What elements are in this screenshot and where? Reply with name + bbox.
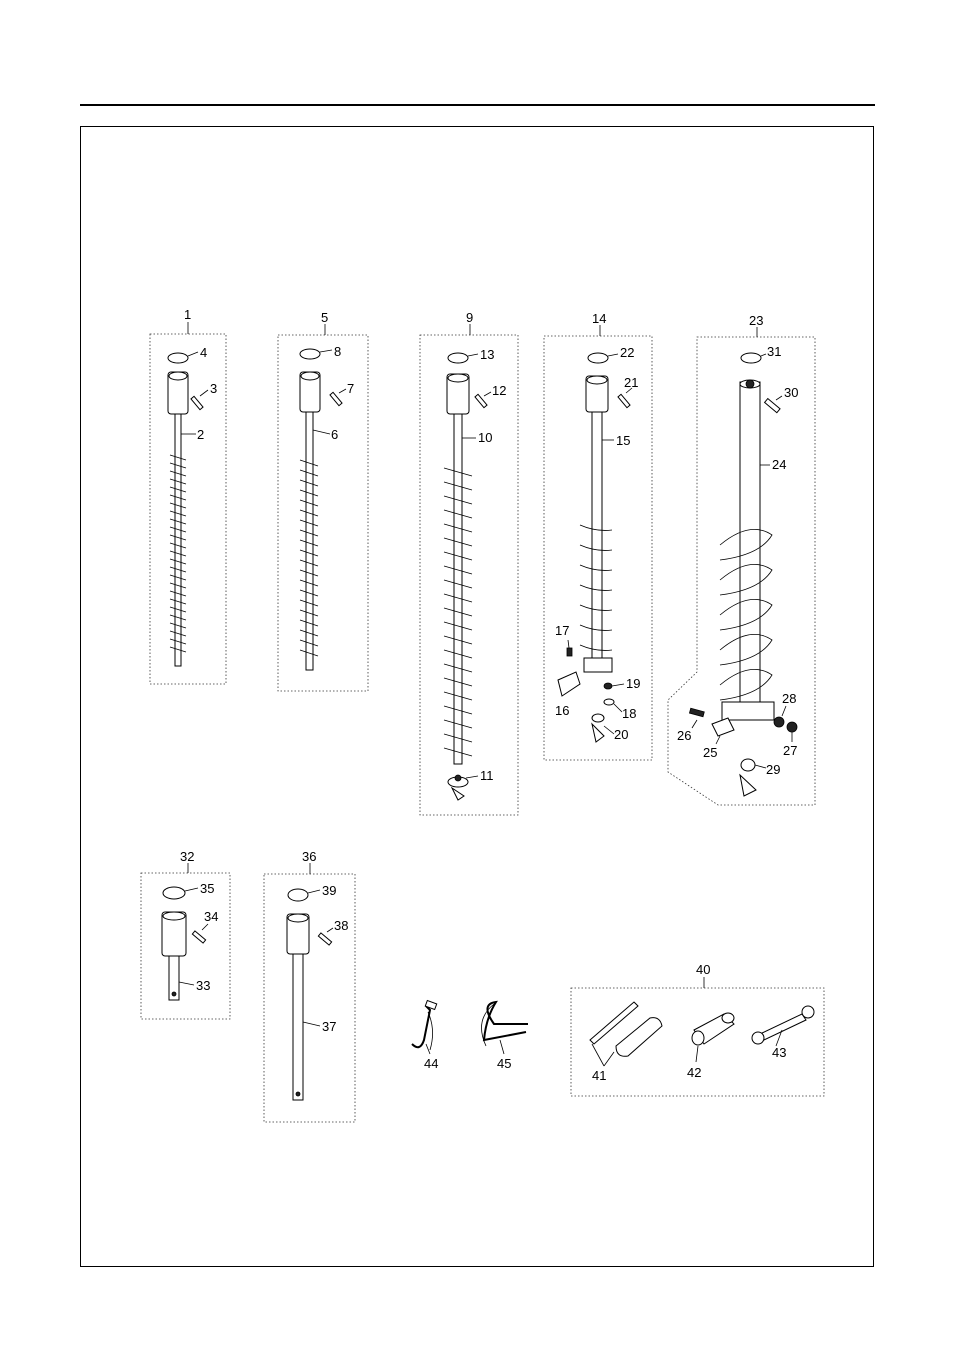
pin [765, 399, 780, 413]
callout-44: 44 [424, 1056, 438, 1071]
callout-31: 31 [767, 344, 781, 359]
callout-11: 11 [480, 768, 494, 783]
pin [475, 394, 487, 407]
pilot-bit [592, 714, 604, 722]
callout-28: 28 [782, 691, 796, 706]
retaining-clip [168, 353, 188, 363]
callout-40: 40 [696, 962, 710, 977]
callout-5: 5 [321, 310, 328, 325]
pin [318, 933, 331, 945]
auger-assembly-9: 9 13 12 10 11 [420, 310, 518, 815]
extension-assembly-36: 36 39 38 37 [264, 849, 355, 1122]
callout-16: 16 [555, 703, 569, 718]
pin [618, 394, 630, 407]
cutter-blade [712, 718, 734, 736]
cutter-blade [558, 672, 580, 696]
retaining-clip [300, 349, 320, 359]
callout-3: 3 [210, 381, 217, 396]
callout-42: 42 [687, 1065, 701, 1080]
callout-6: 6 [331, 427, 338, 442]
callout-8: 8 [334, 344, 341, 359]
extension-shaft [293, 954, 303, 1100]
retaining-clip [288, 889, 308, 901]
retaining-clip [163, 887, 185, 899]
retaining-clip [741, 353, 761, 363]
callout-30: 30 [784, 385, 798, 400]
callout-38: 38 [334, 918, 348, 933]
auger-shaft [306, 412, 313, 670]
retaining-clip [448, 353, 468, 363]
hook-pin-44: 44 [412, 1000, 438, 1071]
handle-bar-45: 45 [482, 1002, 529, 1071]
retaining-clip [588, 353, 608, 363]
callout-29: 29 [766, 762, 780, 777]
callout-41: 41 [592, 1068, 606, 1083]
auger-shaft [454, 414, 462, 764]
callout-18: 18 [622, 706, 636, 721]
callout-27: 27 [783, 743, 797, 758]
callout-10: 10 [478, 430, 492, 445]
callout-13: 13 [480, 347, 494, 362]
lock-washer [774, 717, 784, 727]
bolt [567, 648, 572, 656]
spanner-wrench [760, 1014, 806, 1040]
auger-assembly-14: 14 22 21 15 17 19 16 18 20 [544, 311, 652, 760]
callout-9: 9 [466, 310, 473, 325]
callout-34: 34 [204, 909, 218, 924]
auger-shaft [592, 412, 602, 660]
pilot-bit [741, 759, 755, 771]
callout-37: 37 [322, 1019, 336, 1034]
callout-26: 26 [677, 728, 691, 743]
callout-20: 20 [614, 727, 628, 742]
callout-12: 12 [492, 383, 506, 398]
washer [604, 699, 614, 705]
callout-35: 35 [200, 881, 214, 896]
pin [191, 396, 203, 409]
auger-shaft [740, 382, 760, 712]
callout-17: 17 [555, 623, 569, 638]
callout-25: 25 [703, 745, 717, 760]
callout-14: 14 [592, 311, 606, 326]
callout-15: 15 [616, 433, 630, 448]
tool-kit-40: 40 41 42 43 [571, 962, 824, 1096]
callout-2: 2 [197, 427, 204, 442]
callout-4: 4 [200, 345, 207, 360]
callout-36: 36 [302, 849, 316, 864]
callout-24: 24 [772, 457, 786, 472]
auger-assembly-1: 1 4 3 2 [150, 307, 226, 684]
auger-shaft [175, 414, 181, 666]
callout-39: 39 [322, 883, 336, 898]
callout-1: 1 [184, 307, 191, 322]
pin [330, 392, 342, 405]
auger-assembly-5: 5 8 7 6 [278, 310, 368, 691]
pin [192, 931, 205, 943]
callout-19: 19 [626, 676, 640, 691]
extension-assembly-32: 32 35 34 33 [141, 849, 230, 1019]
callout-45: 45 [497, 1056, 511, 1071]
callout-7: 7 [347, 381, 354, 396]
screwdriver-handle [616, 1018, 662, 1057]
callout-32: 32 [180, 849, 194, 864]
bolt [689, 708, 704, 716]
nut [604, 683, 612, 689]
callout-21: 21 [624, 375, 638, 390]
nut [787, 722, 797, 732]
callout-43: 43 [772, 1045, 786, 1060]
callout-22: 22 [620, 345, 634, 360]
callout-33: 33 [196, 978, 210, 993]
auger-assembly-23: 23 31 30 24 28 26 25 27 29 [668, 313, 815, 805]
callout-23: 23 [749, 313, 763, 328]
